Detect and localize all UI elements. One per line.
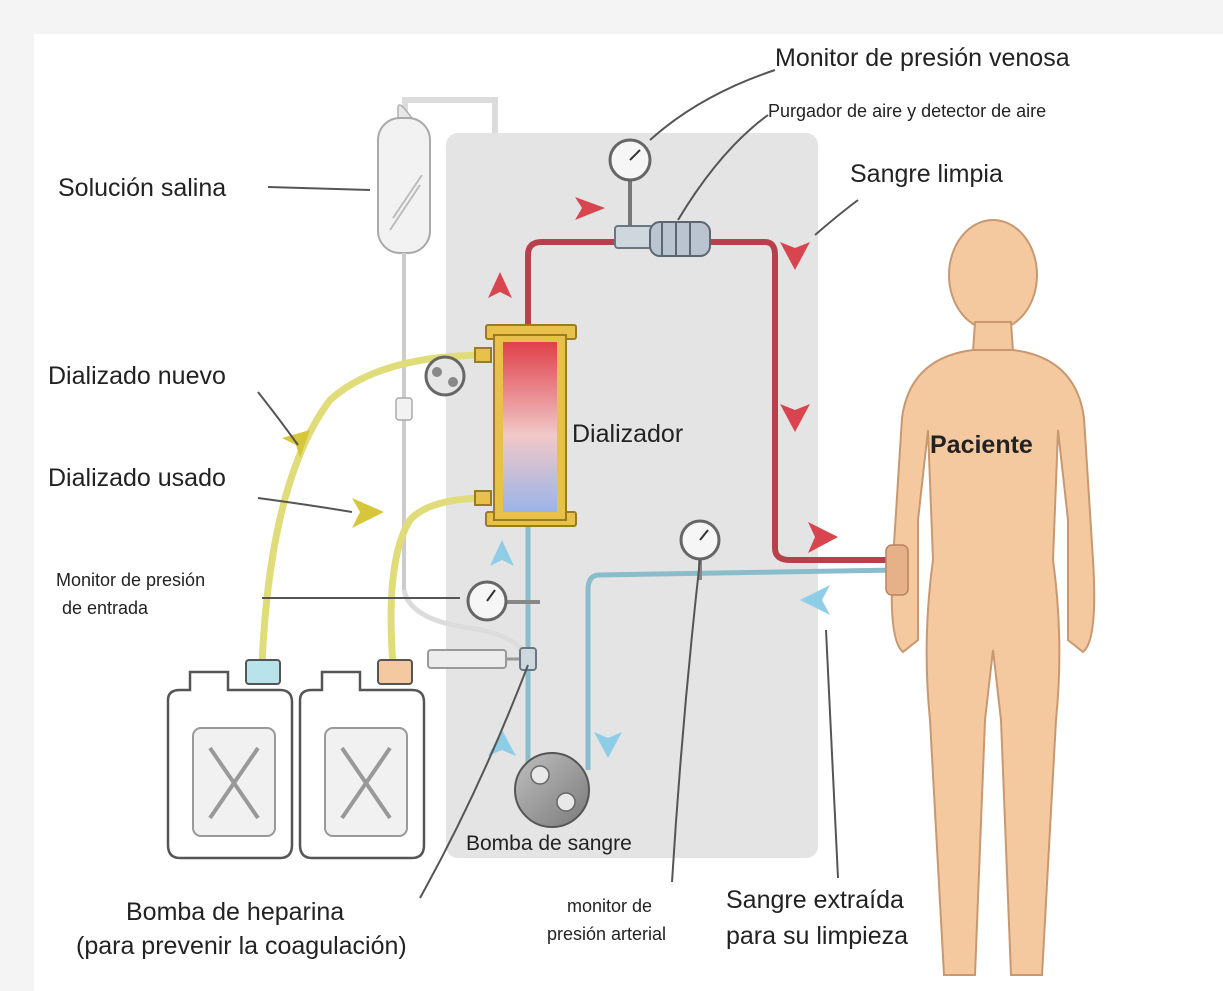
dialysate-tubes <box>258 351 489 666</box>
arrow-clean-right-2 <box>808 522 838 553</box>
arrow-clean-up <box>488 272 512 298</box>
label-patient: Paciente <box>930 431 1033 459</box>
arrow-blue-up-2 <box>488 730 516 756</box>
label-arterial-monitor-1: monitor de <box>567 896 652 916</box>
inlet-pressure-gauge <box>466 580 540 622</box>
used-dialysate-can <box>298 659 426 860</box>
label-air-trap: Purgador de aire y detector de aire <box>768 101 1046 121</box>
label-inlet-monitor-1: Monitor de presión <box>56 570 205 590</box>
patient-silhouette <box>885 219 1096 976</box>
machine-panel <box>446 133 818 858</box>
label-dialyzer: Dializador <box>572 420 683 448</box>
label-used-dialysate: Dializado usado <box>48 464 226 492</box>
fresh-dialysate-can <box>166 659 294 860</box>
label-blood-pump: Bomba de sangre <box>466 832 632 855</box>
labels: Monitor de presión venosa Purgador de ai… <box>48 44 1070 960</box>
venous-pressure-gauge <box>608 138 652 226</box>
label-fresh-dialysate: Dializado nuevo <box>48 362 226 390</box>
label-saline: Solución salina <box>58 174 226 202</box>
dialyzer <box>474 324 577 527</box>
arrow-blue-left <box>800 585 830 615</box>
label-inlet-monitor-2: de entrada <box>62 598 149 618</box>
arrow-clean-right <box>575 197 605 220</box>
arrow-clean-down-1 <box>780 242 810 270</box>
label-arterial-monitor-2: presión arterial <box>547 924 666 944</box>
air-trap-detector <box>614 221 711 257</box>
arrow-yellow-2 <box>352 498 384 528</box>
flow-arrows <box>282 197 838 758</box>
blood-pump <box>514 752 590 828</box>
arrow-clean-down-2 <box>780 404 810 432</box>
leader-lines <box>257 69 859 899</box>
arterial-pressure-gauge <box>679 519 721 580</box>
arrow-blue-up-1 <box>490 540 514 566</box>
label-drawn-blood-2: para su limpieza <box>726 922 908 950</box>
arrow-blue-down <box>594 732 622 758</box>
label-clean-blood: Sangre limpia <box>850 160 1003 188</box>
label-venous-monitor: Monitor de presión venosa <box>775 44 1070 72</box>
label-heparin-2: (para prevenir la coagulación) <box>76 932 407 960</box>
clean-blood-line <box>525 239 895 563</box>
label-drawn-blood-1: Sangre extraída <box>726 886 904 914</box>
label-heparin-1: Bomba de heparina <box>126 898 344 926</box>
arrow-yellow-1 <box>282 430 310 458</box>
dialysate-gauge <box>424 355 466 397</box>
heparin-syringe <box>427 647 537 671</box>
